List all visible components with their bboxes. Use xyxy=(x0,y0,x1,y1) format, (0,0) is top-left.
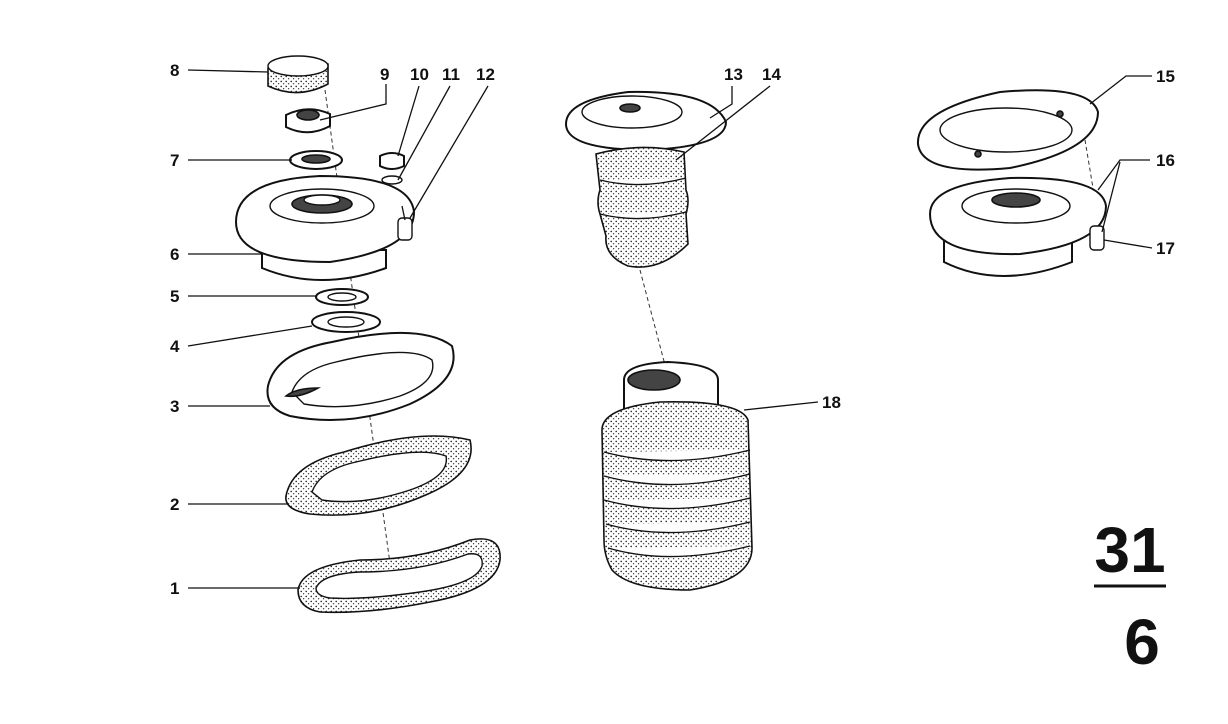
leader-12 xyxy=(409,85,489,219)
part-1-rubber-ring-drawing xyxy=(297,538,501,614)
callout-8: 8 xyxy=(170,61,179,80)
leader-17 xyxy=(1103,239,1153,249)
group-code-bottom: 6 xyxy=(1124,606,1160,678)
leader-14 xyxy=(675,85,771,161)
leader-16b xyxy=(1101,161,1121,233)
callout-1: 1 xyxy=(170,579,179,598)
leader-15 xyxy=(1089,75,1152,105)
callout-18: 18 xyxy=(822,393,841,412)
leader-18 xyxy=(743,401,819,411)
part-3-spring-pad-drawing xyxy=(266,331,455,421)
leader-4 xyxy=(187,325,313,347)
callout-5: 5 xyxy=(170,287,179,306)
callout-4: 4 xyxy=(170,337,180,356)
callout-14: 14 xyxy=(762,65,781,84)
part-12-bolt-drawing xyxy=(397,205,413,241)
callout-7: 7 xyxy=(170,151,179,170)
assembly-axis-left xyxy=(324,89,396,601)
part-5-ring-drawing xyxy=(315,288,369,306)
part-17-bolt-drawing xyxy=(1089,225,1105,251)
assembly-axis-center xyxy=(639,269,666,366)
part-9-nut-drawing xyxy=(285,108,331,134)
part-16-mount-drawing xyxy=(928,176,1108,277)
callout-11: 11 xyxy=(442,65,460,84)
leader-13 xyxy=(709,86,733,119)
part-13-top-plate-drawing xyxy=(564,90,728,152)
callout-17: 17 xyxy=(1156,239,1175,258)
leader-16 xyxy=(1097,159,1150,191)
leader-9 xyxy=(319,84,387,121)
callout-9: 9 xyxy=(380,65,389,84)
group-code-top: 31 xyxy=(1094,514,1165,586)
leader-10 xyxy=(397,85,420,157)
part-6-strut-mount-drawing xyxy=(234,174,416,281)
callout-2: 2 xyxy=(170,495,179,514)
callout-10: 10 xyxy=(410,65,429,84)
callout-15: 15 xyxy=(1156,67,1175,86)
callout-6: 6 xyxy=(170,245,179,264)
part-15-plate-drawing xyxy=(916,89,1100,171)
part-2-spring-pad-drawing xyxy=(285,435,472,516)
callout-3: 3 xyxy=(170,397,179,416)
part-14-bump-stop-drawing xyxy=(595,146,689,268)
callout-13: 13 xyxy=(724,65,743,84)
callout-12: 12 xyxy=(476,65,495,84)
part-7-washer-drawing xyxy=(289,150,343,170)
part-8-cap-drawing xyxy=(267,55,329,94)
leader-11 xyxy=(397,85,451,181)
leader-8 xyxy=(187,69,269,73)
callout-16: 16 xyxy=(1156,151,1175,170)
part-10-11-nut-drawing xyxy=(379,152,405,185)
part-4-ring-drawing xyxy=(311,311,381,333)
part-18-dust-boot-drawing xyxy=(601,360,753,591)
